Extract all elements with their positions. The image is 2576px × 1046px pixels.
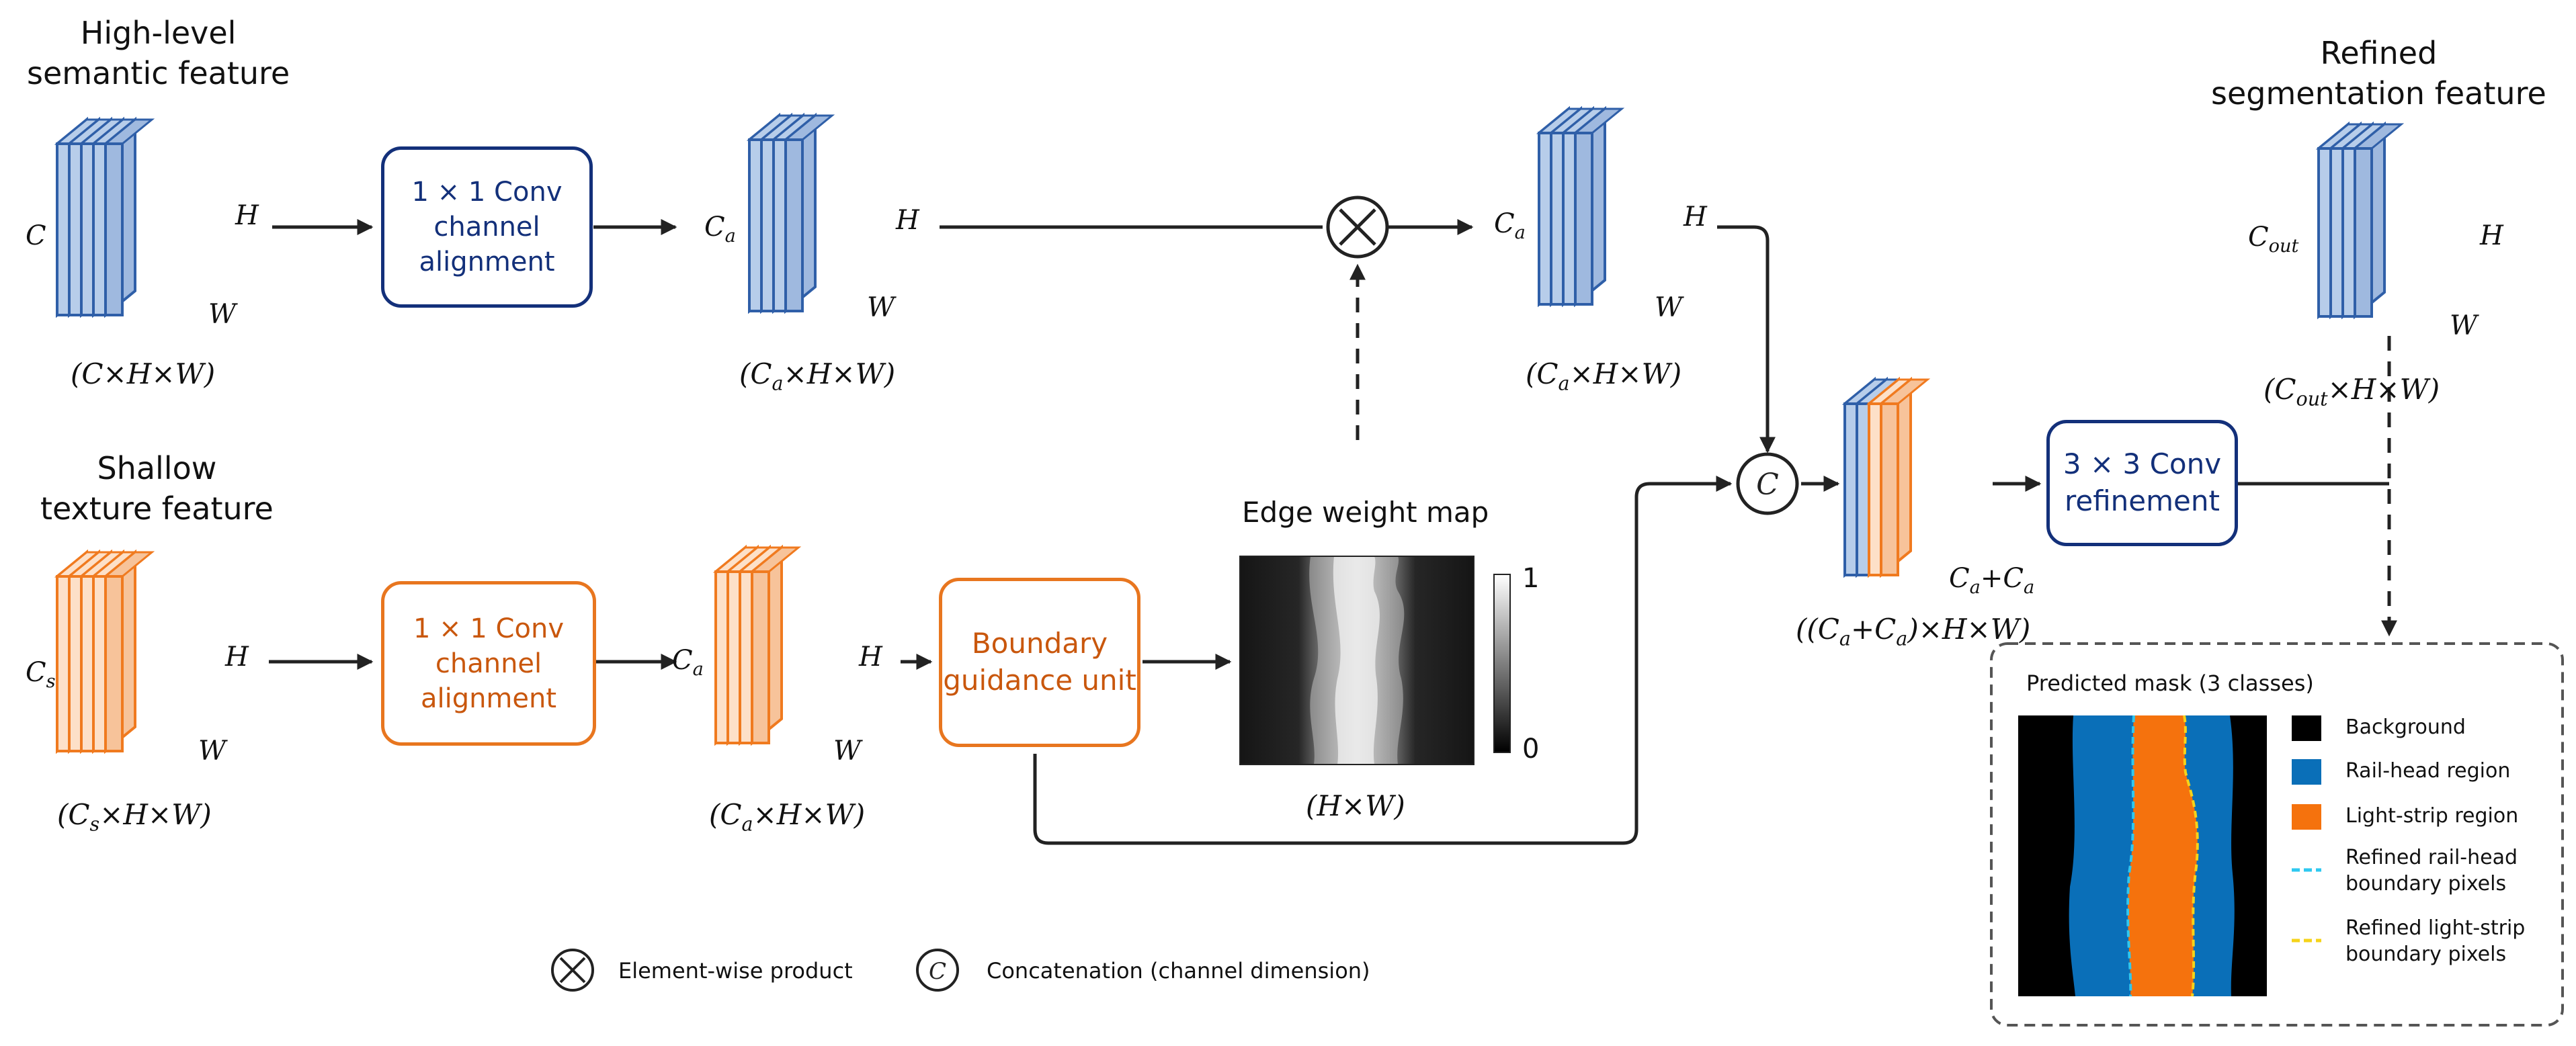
legend-concat-symbol: C bbox=[929, 958, 946, 985]
legend-label-line1: Rail-head region bbox=[2345, 759, 2511, 783]
dim-weighted: (Ca×H×W) bbox=[1526, 357, 1682, 395]
edge-map-title: Edge weight map bbox=[1242, 496, 1489, 529]
product-operator bbox=[1326, 195, 1389, 259]
colorbar-max: 1 bbox=[1522, 563, 1540, 594]
refine-box-line1: 3 × 3 Conv bbox=[2063, 447, 2222, 481]
dim-concat: ((Ca+Ca)×H×W) bbox=[1796, 613, 2031, 650]
concat-feature-stack bbox=[1841, 376, 1931, 578]
label-W-1: W bbox=[208, 299, 237, 330]
boundary-box-line2: guidance unit bbox=[943, 664, 1136, 697]
colorbar-min: 0 bbox=[1522, 734, 1540, 765]
conv-alignment-box-top: 1 × 1 Conv channel alignment bbox=[381, 146, 593, 308]
legend-product-icon bbox=[551, 949, 594, 992]
refinement-box: 3 × 3 Conv refinement bbox=[2046, 420, 2238, 546]
mask-panel bbox=[1990, 642, 2564, 1027]
legend-label-line1: Light-strip region bbox=[2345, 804, 2519, 828]
dim-high-aligned: (Ca×H×W) bbox=[739, 357, 896, 395]
shallow-title: Shallow texture feature bbox=[40, 449, 274, 529]
legend-swatch-0 bbox=[2292, 715, 2321, 741]
high-level-feature-stack bbox=[54, 116, 155, 318]
high-level-title-line1: High-level bbox=[80, 15, 237, 51]
concat-symbol: C bbox=[1756, 468, 1779, 502]
label-W-5: W bbox=[198, 736, 226, 767]
legend-label-3: Refined rail-head boundary pixels bbox=[2345, 844, 2518, 897]
shallow-title-line1: Shallow bbox=[97, 450, 217, 486]
conv-box-top-line2: channel bbox=[433, 212, 540, 243]
refine-box-line2: refinement bbox=[2065, 484, 2220, 517]
refined-title-line2: segmentation feature bbox=[2211, 75, 2546, 112]
concat-operator: C bbox=[1736, 452, 1799, 515]
conv-box-top-line1: 1 × 1 Conv bbox=[411, 177, 563, 208]
label-H-6: H bbox=[859, 642, 882, 672]
label-Cout: Cout bbox=[2248, 222, 2299, 257]
concat-slice-front bbox=[1880, 402, 1899, 576]
legend-label-line2: boundary pixels bbox=[2345, 872, 2507, 896]
legend-label-line1: Background bbox=[2345, 715, 2466, 739]
refined-title: Refined segmentation feature bbox=[2211, 34, 2546, 114]
shallow-aligned-feature-stack bbox=[712, 544, 802, 746]
dim-edge: (H×W) bbox=[1306, 789, 1405, 822]
weighted-feature-stack bbox=[1536, 105, 1625, 308]
label-C: C bbox=[26, 220, 46, 251]
high-level-slice-front bbox=[104, 142, 124, 316]
label-H-3: H bbox=[1684, 202, 1707, 232]
legend-label-line1: Refined light-strip bbox=[2345, 916, 2526, 940]
legend-concat-icon: C bbox=[916, 949, 959, 992]
high-aligned-feature-stack bbox=[746, 112, 835, 314]
label-H-5: H bbox=[225, 642, 249, 672]
legend-label-2: Light-strip region bbox=[2345, 803, 2518, 829]
legend-concat-label: Concatenation (channel dimension) bbox=[987, 958, 1370, 984]
conv-box-top-line3: alignment bbox=[419, 247, 555, 277]
label-Ca-1: Ca bbox=[704, 212, 736, 247]
label-Ca-3: Ca bbox=[672, 645, 704, 680]
boundary-box-line1: Boundary bbox=[971, 627, 1108, 660]
legend-product-label: Element-wise product bbox=[618, 958, 853, 984]
legend-swatch-1 bbox=[2292, 759, 2321, 785]
high-aligned-slice-front bbox=[784, 138, 804, 312]
legend-label-0: Background bbox=[2345, 714, 2466, 740]
dim-shallow-aligned: (Ca×H×W) bbox=[709, 798, 866, 836]
weighted-slice-front bbox=[1574, 132, 1593, 306]
label-H-1: H bbox=[235, 200, 259, 231]
legend-label-line2: boundary pixels bbox=[2345, 943, 2507, 966]
legend-label-4: Refined light-strip boundary pixels bbox=[2345, 915, 2525, 967]
high-level-title-line2: semantic feature bbox=[27, 54, 290, 91]
arrows bbox=[269, 219, 2397, 845]
refined-title-line1: Refined bbox=[2320, 35, 2438, 71]
predicted-mask-image bbox=[2018, 715, 2267, 997]
dim-high-in: (C×H×W) bbox=[71, 357, 216, 390]
colorbar bbox=[1493, 574, 1511, 753]
shallow-title-line2: texture feature bbox=[40, 490, 274, 527]
label-H-2: H bbox=[896, 205, 919, 236]
conv-box-bottom-line1: 1 × 1 Conv bbox=[413, 613, 564, 644]
shallow-aligned-slice-front bbox=[751, 570, 770, 744]
label-H-4: H bbox=[2480, 220, 2503, 251]
shallow-feature-stack bbox=[54, 549, 155, 754]
refined-slice-front bbox=[2354, 147, 2373, 318]
label-Cs: Cs bbox=[26, 657, 56, 692]
high-level-title: High-level semantic feature bbox=[27, 13, 290, 94]
label-W-3: W bbox=[1655, 292, 1683, 323]
legend-label-line1: Refined rail-head bbox=[2345, 846, 2518, 869]
dim-out: (Cout×H×W) bbox=[2263, 373, 2440, 410]
label-W-6: W bbox=[833, 736, 862, 767]
refined-feature-stack bbox=[2315, 121, 2405, 320]
mask-panel-title: Predicted mask (3 classes) bbox=[2026, 670, 2314, 696]
conv-box-bottom-line2: channel bbox=[435, 648, 542, 679]
boundary-guidance-box: Boundary guidance unit bbox=[939, 578, 1140, 747]
edge-weight-map bbox=[1239, 556, 1474, 765]
label-Ca-2: Ca bbox=[1494, 208, 1526, 243]
conv-alignment-box-bottom: 1 × 1 Conv channel alignment bbox=[381, 581, 596, 746]
shallow-slice-front bbox=[104, 575, 124, 752]
label-W-2: W bbox=[867, 292, 895, 323]
legend-label-1: Rail-head region bbox=[2345, 758, 2510, 784]
conv-box-bottom-line3: alignment bbox=[420, 683, 557, 714]
mask-legend bbox=[2292, 715, 2321, 943]
legend-swatch-2 bbox=[2292, 804, 2321, 830]
label-CaCa: Ca+Ca bbox=[1949, 563, 2035, 598]
label-W-4: W bbox=[2450, 310, 2478, 341]
dim-shallow-in: (Cs×H×W) bbox=[57, 798, 212, 836]
